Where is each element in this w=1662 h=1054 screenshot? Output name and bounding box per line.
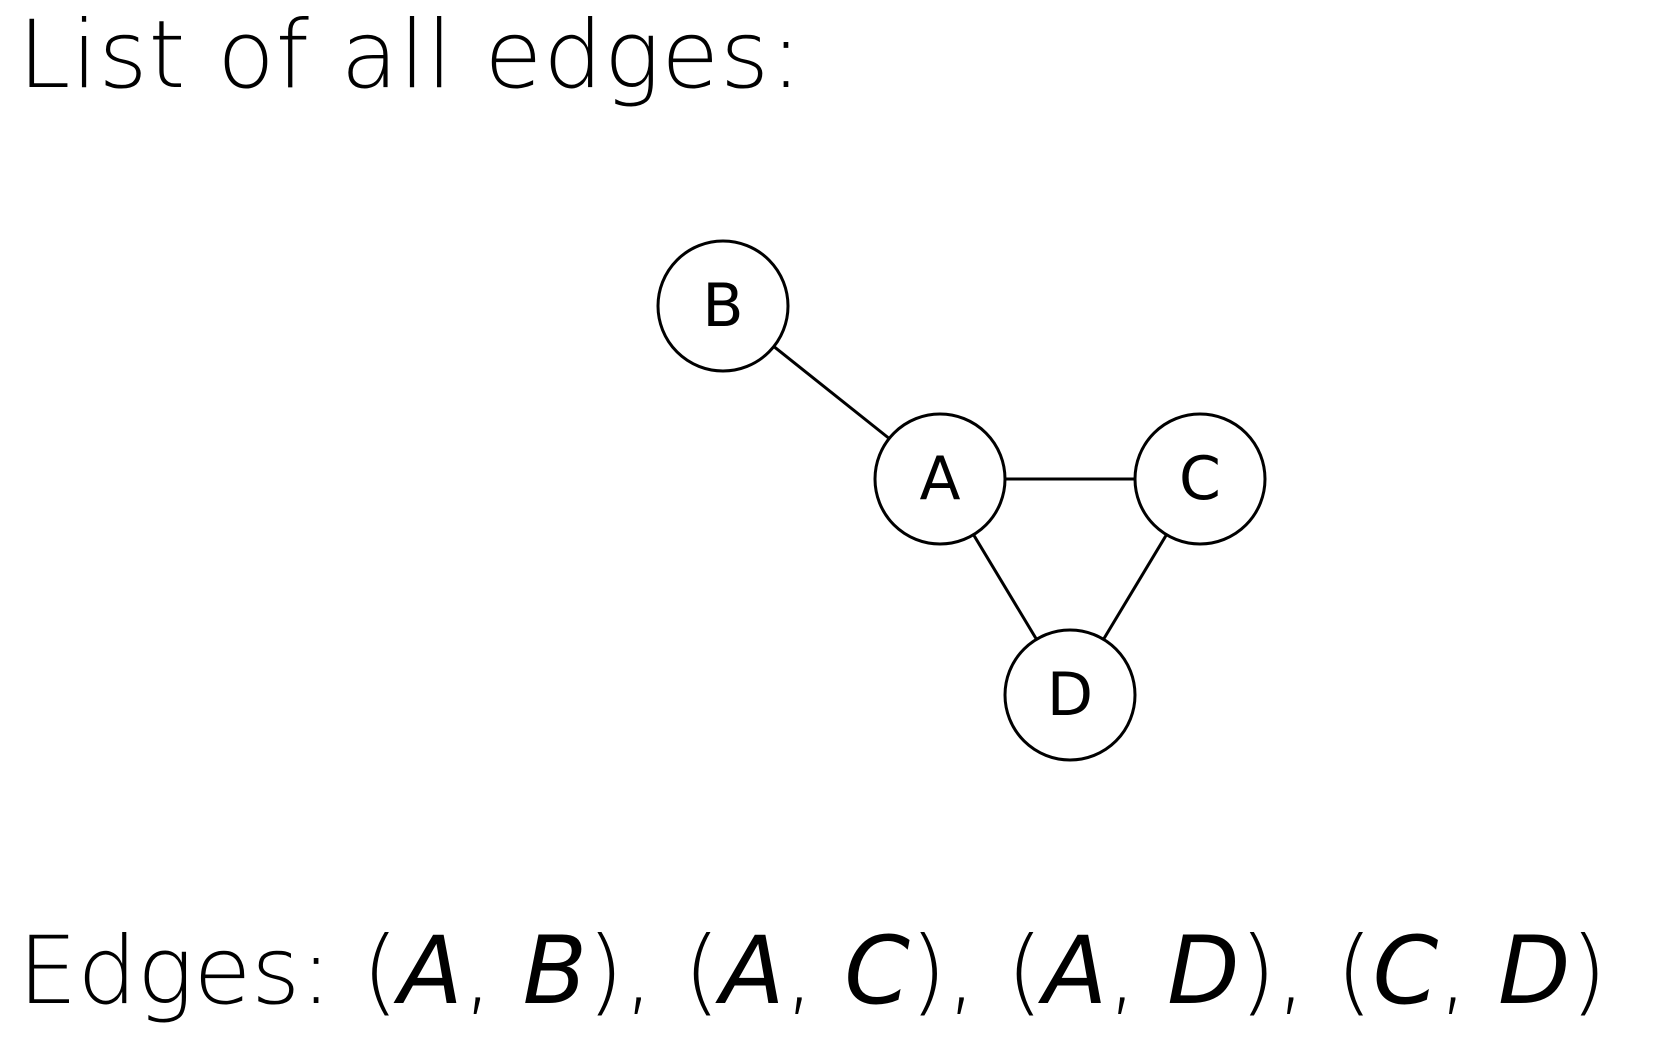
edges-label: Edges: [18,917,332,1026]
edge-1-a: A [398,917,463,1026]
edges-list: Edges: (A, B), (A, C), (A, D), (C, D) [18,916,1607,1029]
graph-node-b: B [656,239,790,373]
node-circle-b [656,239,790,373]
node-label-c: C [1179,444,1221,514]
edge-2-a: A [720,917,785,1026]
edges-math: (A, B), (A, C), (A, D), (C, D) [361,917,1608,1026]
graph-node-c: C [1133,412,1267,546]
edge-1-b: B [522,917,588,1026]
node-circle-a [873,412,1007,546]
edge-4-b: D [1498,917,1571,1026]
node-label-d: D [1047,660,1093,730]
edge-3-a: A [1043,917,1108,1026]
edge-4-a: C [1372,917,1439,1026]
page-title: List of all edges: [18,1,803,110]
node-label-a: A [919,444,960,514]
graph-node-a: A [873,412,1007,546]
node-circle-c [1133,412,1267,546]
node-circle-d [1003,628,1137,762]
node-label-b: B [702,271,743,341]
graph-node-d: D [1003,628,1137,762]
edge-3-b: D [1167,917,1240,1026]
edge-2-b: C [844,917,910,1026]
